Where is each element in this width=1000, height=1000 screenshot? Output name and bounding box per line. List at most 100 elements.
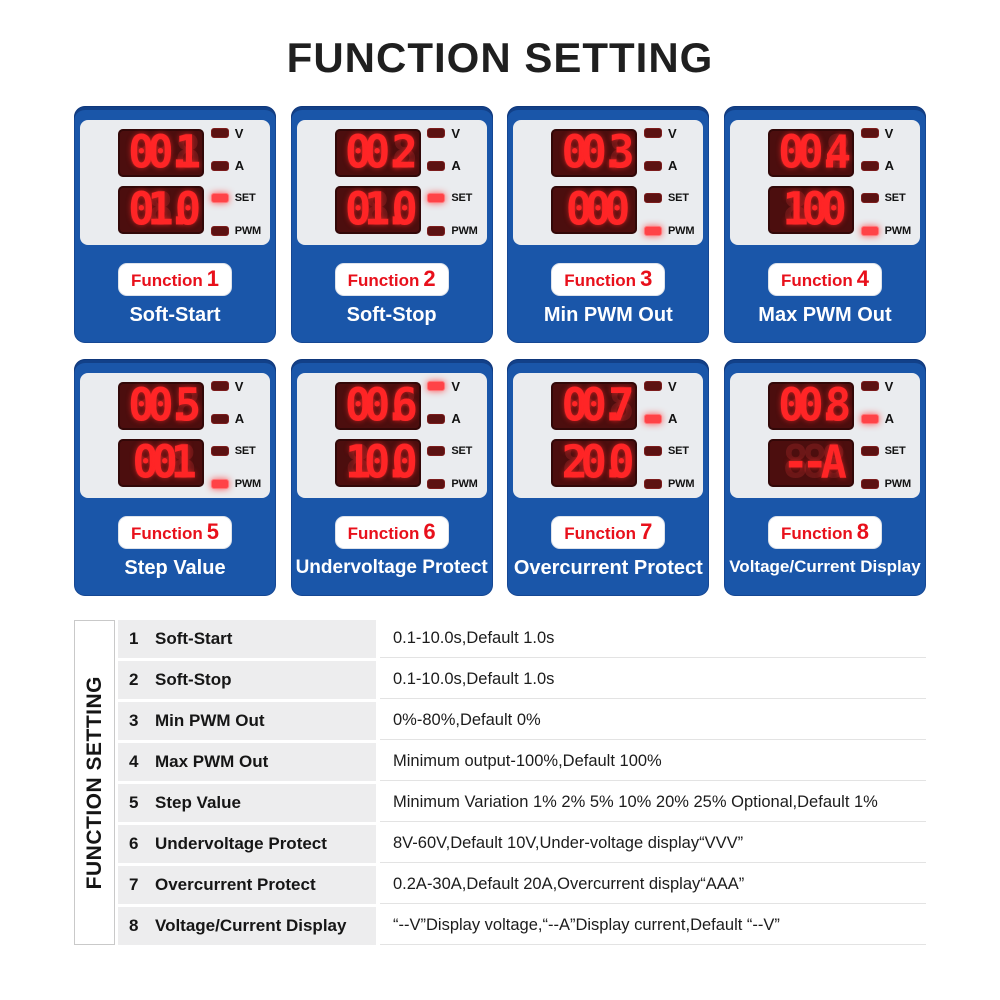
- indicator-set: SET: [860, 444, 911, 458]
- table-row: 3 Min PWM Out 0%-80%,Default 0%: [118, 702, 926, 740]
- indicator-v: V: [210, 379, 261, 394]
- indicator-pwm: PWM: [860, 477, 911, 491]
- indicator-pwm: PWM: [644, 477, 695, 491]
- set-indicator-label: SET: [234, 192, 256, 205]
- a-indicator-label: A: [884, 158, 895, 174]
- indicator-pwm: PWM: [860, 224, 911, 238]
- indicator-set: SET: [427, 191, 477, 205]
- row-name: Soft-Start: [155, 629, 233, 648]
- function-badge-word: Function: [780, 524, 853, 543]
- row-number: 8: [129, 916, 139, 935]
- indicator-v: V: [860, 125, 911, 141]
- table-row: 5 Step Value Minimum Variation 1% 2% 5% …: [118, 784, 926, 822]
- table-name-cell: 8 Voltage/Current Display: [118, 907, 376, 945]
- indicator-set: SET: [427, 444, 477, 458]
- table-side-label: FUNCTION SETTING: [82, 675, 106, 890]
- a-indicator-lamp: [210, 160, 229, 171]
- indicator-pwm: PWM: [210, 224, 261, 238]
- v-indicator-label: V: [451, 125, 461, 141]
- row-name: Max PWM Out: [155, 752, 269, 771]
- row-name: Overcurrent Protect: [155, 875, 316, 894]
- function-number-badge: Function 7: [551, 516, 666, 549]
- row-description: “--V”Display voltage,“--A”Display curren…: [380, 907, 926, 945]
- v-indicator-lamp: [210, 128, 229, 138]
- table-name-cell: 2 Soft-Stop: [118, 661, 376, 699]
- function-badge-word: Function: [347, 271, 420, 290]
- row-name: Min PWM Out: [155, 711, 265, 730]
- set-indicator-label: SET: [234, 445, 256, 458]
- v-indicator-lamp: [427, 381, 446, 391]
- pwm-indicator-lamp: [427, 225, 446, 236]
- a-indicator-label: A: [668, 158, 678, 174]
- row-number: 6: [129, 834, 139, 853]
- pwm-indicator-lamp: [860, 478, 879, 489]
- row-name: Soft-Stop: [155, 670, 232, 689]
- table-name-cell: 5 Step Value: [118, 784, 376, 822]
- indicator-v: V: [860, 379, 911, 394]
- page-title: FUNCTION SETTING: [286, 34, 714, 81]
- table-row: 8 Voltage/Current Display “--V”Display v…: [118, 907, 926, 945]
- set-indicator-lamp: [427, 193, 446, 204]
- v-indicator-label: V: [668, 378, 677, 394]
- indicator-a: A: [860, 411, 911, 426]
- function-badge-word: Function: [130, 524, 203, 543]
- row-number: 5: [129, 793, 139, 812]
- pwm-indicator-label: PWM: [884, 224, 911, 237]
- set-indicator-label: SET: [884, 445, 906, 458]
- pwm-indicator-label: PWM: [884, 477, 911, 490]
- function-badge-number: 5: [206, 519, 219, 544]
- v-indicator-label: V: [234, 125, 244, 141]
- table-row: 6 Undervoltage Protect 8V-60V,Default 10…: [118, 825, 926, 863]
- function-number-badge: Function 5: [117, 516, 232, 549]
- set-indicator-label: SET: [884, 192, 906, 205]
- indicator-column: V A SET PWM: [644, 378, 695, 491]
- indicator-a: A: [210, 411, 261, 426]
- pwm-indicator-lamp: [427, 478, 446, 489]
- v-indicator-label: V: [884, 125, 894, 141]
- table-name-cell: 1 Soft-Start: [118, 620, 376, 658]
- function-name: Max PWM Out: [758, 304, 892, 326]
- row-number: 1: [129, 629, 139, 648]
- function-number-badge: Function 6: [334, 516, 449, 549]
- indicator-a: A: [210, 158, 261, 173]
- row-description: 0.1-10.0s,Default 1.0s: [380, 620, 926, 658]
- table-name-cell: 7 Overcurrent Protect: [118, 866, 376, 904]
- pwm-indicator-label: PWM: [234, 477, 261, 490]
- indicator-column: V A SET PWM: [860, 379, 911, 491]
- function-badge-word: Function: [130, 271, 203, 290]
- v-indicator-lamp: [427, 128, 446, 138]
- set-indicator-lamp: [210, 193, 229, 204]
